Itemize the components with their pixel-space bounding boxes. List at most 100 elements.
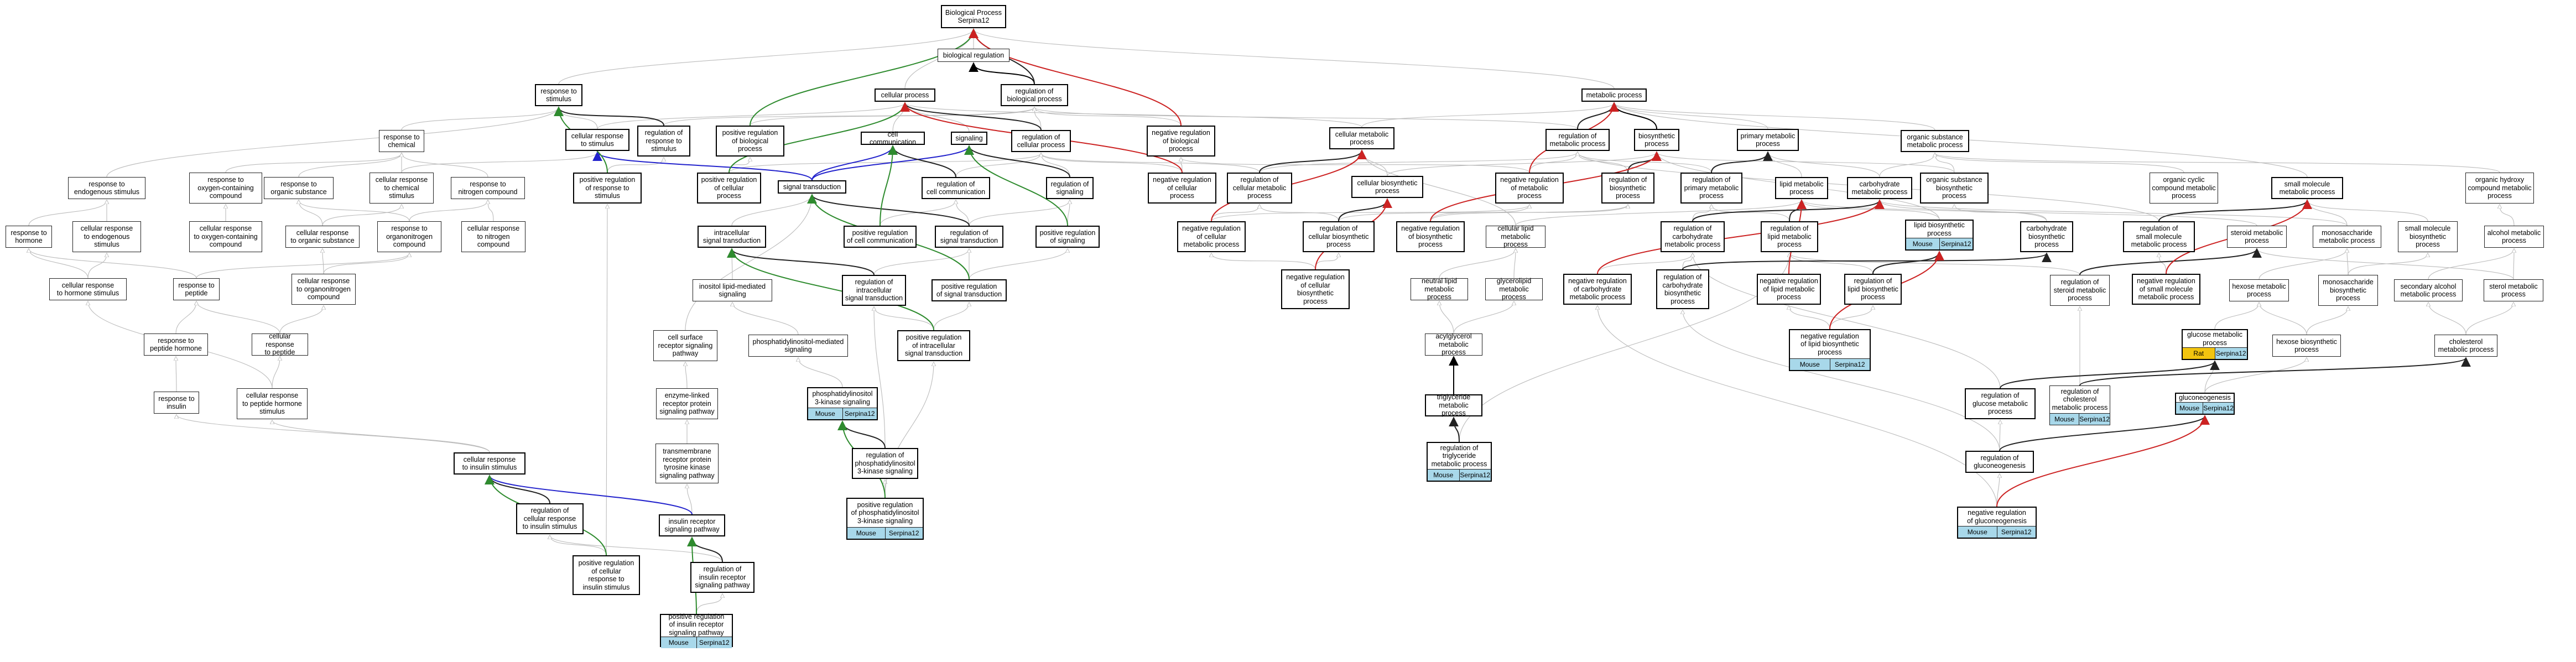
go-term-negregmetab[interactable]: negative regulation of metabolic process — [1495, 173, 1564, 204]
go-term-hexosebio[interactable]: hexose biosynthetic process — [2272, 335, 2341, 357]
go-term-orgsubbiosynth[interactable]: organic substance biosynthetic process — [1920, 173, 1989, 204]
go-term-regbiosynth[interactable]: regulation of biosynthetic process — [1601, 173, 1654, 204]
go-term-respgorg[interactable]: response to organonitrogen compound — [377, 221, 441, 252]
go-term-posregsigtrans[interactable]: positive regulation of signal transducti… — [931, 279, 1007, 301]
go-term-regcellproc[interactable]: regulation of cellular process — [1011, 130, 1071, 152]
go-term-cellresppep[interactable]: cellular response to peptide — [252, 332, 308, 356]
go-term-hexose[interactable]: hexose metabolic process — [2229, 279, 2289, 301]
go-term-carbbiosynth[interactable]: carbohydrate biosynthetic process — [2020, 221, 2073, 252]
go-term-regcellcomm[interactable]: regulation of cell communication — [922, 177, 990, 199]
go-term-negregcarb[interactable]: negative regulation of carbohydrate meta… — [1563, 274, 1632, 305]
go-term-resporg[interactable]: response to organic substance — [264, 177, 334, 199]
go-term-regbp[interactable]: regulation of biological process — [1001, 84, 1068, 106]
go-term-regprimmetab[interactable]: regulation of primary metabolic process — [1680, 173, 1742, 204]
go-term-negregbiosynth[interactable]: negative regulation of biosynthetic proc… — [1396, 221, 1465, 252]
go-term-resppep[interactable]: response to peptide — [173, 278, 220, 300]
go-term-cellproc[interactable]: cellular process — [875, 88, 935, 102]
go-term-neglipidbio[interactable]: negative regulation of lipid biosyntheti… — [1789, 329, 1871, 371]
go-term-reggluconeo[interactable]: regulation of gluconeogenesis — [1965, 451, 2034, 473]
go-term-insulinrec[interactable]: insulin receptor signaling pathway — [659, 514, 725, 536]
go-term-respendo[interactable]: response to endogenous stimulus — [68, 177, 145, 199]
go-term-cellrespendo[interactable]: cellular response to endogenous stimulus — [72, 221, 141, 252]
go-term-cellrespoxy[interactable]: cellular response to oxygen-containing c… — [189, 221, 262, 252]
go-term-regresp[interactable]: regulation of response to stimulus — [637, 126, 690, 157]
go-term-regsig[interactable]: regulation of signaling — [1046, 177, 1094, 199]
go-term-rtk[interactable]: transmembrane receptor protein tyrosine … — [655, 444, 719, 483]
go-term-negregsmallmol[interactable]: negative regulation of small molecule me… — [2132, 274, 2200, 305]
go-term-regsteroid[interactable]: regulation of steroid metabolic process — [2050, 275, 2110, 306]
go-term-neutrallipid[interactable]: neutral lipid metabolic process — [1411, 277, 1468, 301]
go-term-posregsig[interactable]: positive regulation of signaling — [1035, 226, 1100, 248]
go-term-cholesterol[interactable]: cholesterol metabolic process — [2434, 335, 2497, 357]
go-term-intrasig[interactable]: intracellular signal transduction — [698, 226, 766, 248]
go-term-cellrespgorg[interactable]: cellular response to organonitrogen comp… — [292, 274, 356, 305]
go-term-orgsubmetab[interactable]: organic substance metabolic process — [1901, 130, 1969, 152]
go-term-orghydroxy[interactable]: organic hydroxy compound metabolic proce… — [2465, 173, 2534, 204]
go-term-regglucose[interactable]: regulation of glucose metabolic process — [1965, 388, 2036, 419]
go-term-glycerolipid[interactable]: glycerolipid metabolic process — [1485, 277, 1543, 301]
go-term-posregcellrespins[interactable]: positive regulation of cellular response… — [573, 555, 640, 595]
go-term-posregcellcomm[interactable]: positive regulation of cell communicatio… — [844, 226, 917, 248]
go-term-respinsulin[interactable]: response to insulin — [154, 392, 199, 414]
go-term-posregcell[interactable]: positive regulation of cellular process — [697, 173, 761, 204]
go-term-cellresphorm[interactable]: cellular response to hormone stimulus — [49, 278, 127, 300]
go-term-cellrespchem[interactable]: cellular response to chemical stimulus — [370, 173, 434, 204]
go-term-regtrig[interactable]: regulation of triglyceride metabolic pro… — [1427, 442, 1492, 482]
go-term-bp[interactable]: Biological Process Serpina12 — [941, 5, 1006, 28]
go-term-regcellrespinsulin[interactable]: regulation of cellular response to insul… — [516, 503, 584, 534]
go-term-posregintrasig[interactable]: positive regulation of intracellular sig… — [897, 330, 970, 361]
go-term-primmetab[interactable]: primary metabolic process — [1737, 129, 1799, 151]
go-term-lipidmetab[interactable]: lipid metabolic process — [1775, 177, 1828, 199]
go-term-metab[interactable]: metabolic process — [1581, 88, 1647, 102]
go-term-posregbp[interactable]: positive regulation of biological proces… — [716, 126, 784, 157]
go-term-cellrespinsulin[interactable]: cellular response to insulin stimulus — [454, 452, 525, 475]
go-term-signaling[interactable]: signaling — [951, 132, 987, 145]
go-term-cellmetab[interactable]: cellular metabolic process — [1329, 127, 1394, 149]
go-term-cellresppephorm[interactable]: cellular response to peptide hormone sti… — [237, 388, 308, 419]
go-term-respchem[interactable]: response to chemical — [379, 130, 424, 152]
go-term-negregcellmetab[interactable]: negative regulation of cellular metaboli… — [1177, 221, 1246, 252]
go-term-regpi3k[interactable]: regulation of phosphatidylinositol 3-kin… — [852, 448, 918, 479]
go-term-resphorm[interactable]: response to hormone — [6, 226, 52, 248]
go-term-negregcell[interactable]: negative regulation of cellular process — [1148, 173, 1216, 204]
go-term-cellsurface[interactable]: cell surface receptor signaling pathway — [653, 330, 717, 361]
go-term-smallmolbio[interactable]: small molecule biosynthetic process — [2398, 221, 2458, 252]
go-term-negregbp[interactable]: negative regulation of biological proces… — [1147, 126, 1215, 157]
go-term-posregpi3k[interactable]: positive regulation of phosphatidylinosi… — [846, 498, 924, 540]
go-term-cellcomm[interactable]: cell communication — [861, 131, 925, 146]
go-term-biolreg[interactable]: biological regulation — [938, 49, 1009, 62]
go-term-steroid[interactable]: steroid metabolic process — [2227, 226, 2287, 248]
go-term-reglipidbio[interactable]: regulation of lipid biosynthetic process — [1844, 274, 1902, 305]
go-term-cellresp[interactable]: cellular response to stimulus — [565, 129, 629, 151]
go-term-biosynth[interactable]: biosynthetic process — [1634, 129, 1679, 151]
go-term-regsmallmol[interactable]: regulation of small molecule metabolic p… — [2123, 221, 2195, 252]
go-term-regsigtrans[interactable]: regulation of signal transduction — [935, 226, 1003, 248]
go-term-cellbiosynth[interactable]: cellular biosynthetic process — [1351, 176, 1423, 198]
go-term-enzymelinked[interactable]: enzyme-linked receptor protein signaling… — [656, 388, 718, 419]
go-term-regcellmetab[interactable]: regulation of cellular metabolic process — [1227, 173, 1292, 204]
go-term-respnitro[interactable]: response to nitrogen compound — [451, 177, 525, 199]
go-term-sterol[interactable]: sterol metabolic process — [2484, 279, 2543, 301]
go-term-regcholesterol[interactable]: regulation of cholesterol metabolic proc… — [2049, 385, 2110, 425]
go-term-alcohol[interactable]: alcohol metabolic process — [2484, 226, 2544, 248]
go-term-smallmol[interactable]: small molecule metabolic process — [2271, 177, 2343, 199]
go-term-regcellbiosynth[interactable]: regulation of cellular biosynthetic proc… — [1303, 221, 1375, 252]
go-term-posregresp[interactable]: positive regulation of response to stimu… — [573, 173, 642, 204]
go-term-pimediated[interactable]: phosphatidylinositol-mediated signaling — [748, 335, 848, 357]
go-term-regmetab[interactable]: regulation of metabolic process — [1545, 129, 1610, 151]
go-term-triglyceride[interactable]: triglyceride metabolic process — [1425, 393, 1482, 417]
go-term-respoxy[interactable]: response to oxygen-containing compound — [189, 173, 262, 204]
go-term-monosacch[interactable]: monosaccharide metabolic process — [2313, 226, 2381, 248]
go-term-resp[interactable]: response to stimulus — [535, 84, 582, 106]
go-term-regcarbbio[interactable]: regulation of carbohydrate biosynthetic … — [1656, 269, 1709, 309]
go-term-cellresporg[interactable]: cellular response to organic substance — [285, 226, 360, 248]
go-term-regcarb[interactable]: regulation of carbohydrate metabolic pro… — [1661, 221, 1725, 252]
go-term-inositol[interactable]: inositol lipid-mediated signaling — [693, 279, 772, 301]
go-term-secalcohol[interactable]: secondary alcohol metabolic process — [2394, 279, 2463, 301]
go-term-orgcyclic[interactable]: organic cyclic compound metabolic proces… — [2150, 173, 2218, 204]
